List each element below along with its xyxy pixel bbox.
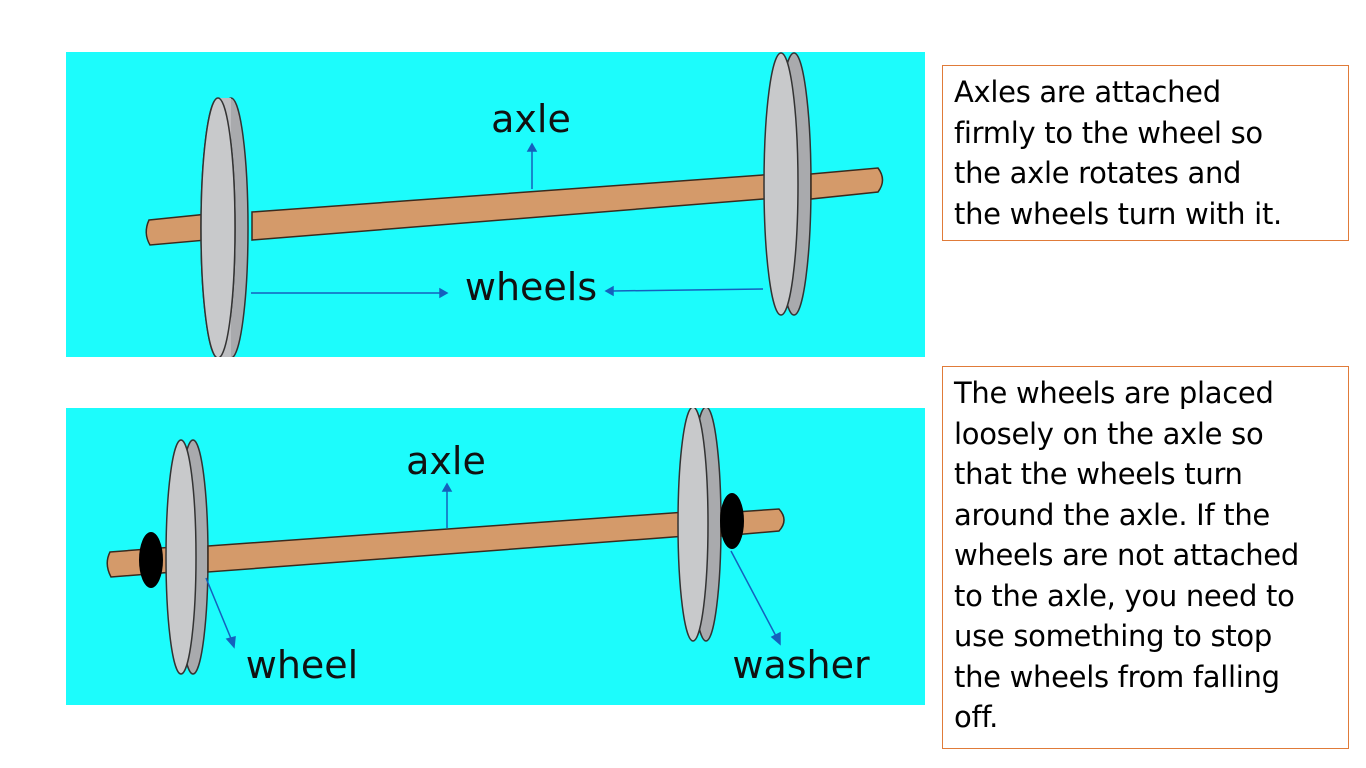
explanation-line: the wheels from falling: [954, 659, 1280, 694]
right-wheel: [763, 52, 812, 316]
fixed-axle-explanation: Axles are attached firmly to the wheel s…: [942, 65, 1349, 241]
explanation-line: the axle rotates and: [954, 156, 1242, 190]
explanation-line: The wheels are placed: [954, 376, 1274, 410]
left-washer: [139, 532, 163, 588]
fixed-axle-diagram: axle wheels: [66, 52, 925, 357]
label-axle: axle: [491, 97, 571, 141]
label-axle: axle: [406, 439, 486, 483]
label-wheel: wheel: [246, 643, 358, 687]
label-wheels: wheels: [465, 265, 597, 309]
loose-axle-illustration: axle wheel washer: [66, 408, 925, 705]
explanation-line: firmly to the wheel so: [954, 115, 1263, 150]
fixed-axle-illustration: axle wheels: [66, 52, 925, 357]
explanation-line: around the axle. If the: [954, 497, 1270, 532]
explanation-line: to the axle, you need to: [954, 578, 1295, 613]
explanation-line: wheels are not attached: [954, 538, 1299, 572]
pointer-lines: [205, 482, 781, 649]
pointer-lines: [251, 142, 764, 299]
right-wheel: [677, 408, 722, 642]
explanation-line: use something to stop: [954, 619, 1272, 653]
right-washer: [720, 493, 744, 549]
explanation-line: the wheels turn with it.: [954, 196, 1282, 231]
loose-axle-explanation: The wheels are placed loosely on the axl…: [942, 366, 1349, 749]
explanation-line: loosely on the axle so: [954, 416, 1264, 451]
axle-right-end: [810, 167, 884, 200]
left-wheel: [165, 439, 209, 675]
label-washer: washer: [732, 643, 870, 687]
loose-axle-diagram: axle wheel washer: [66, 408, 925, 705]
explanation-line: that the wheels turn: [954, 457, 1243, 491]
explanation-line: Axles are attached: [954, 75, 1221, 109]
left-wheel: [200, 97, 249, 357]
explanation-line: off.: [954, 700, 999, 734]
